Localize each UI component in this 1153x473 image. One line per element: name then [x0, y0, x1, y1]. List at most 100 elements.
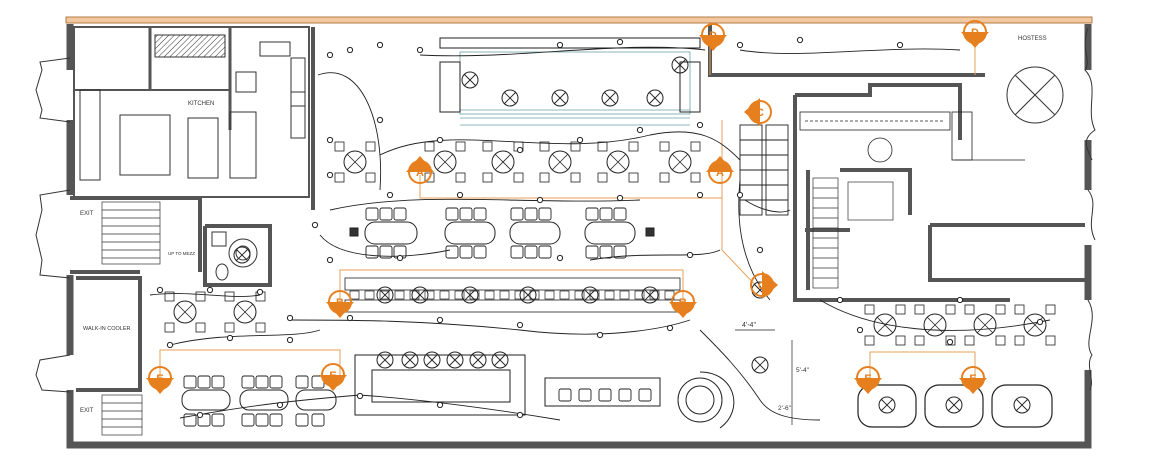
section-marker-a2: A — [706, 156, 734, 184]
banquette-fixture — [519, 286, 537, 304]
banquette-fixture — [641, 286, 659, 304]
circuit-device — [896, 41, 904, 49]
kitchen-label: KITCHEN — [188, 101, 214, 107]
section-marker-d2: D — [961, 20, 989, 48]
circuit-device — [796, 36, 804, 44]
left-stairs — [101, 201, 161, 436]
section-marker-d1: D — [699, 23, 727, 51]
circuit-device — [396, 254, 404, 262]
circuit-device — [436, 316, 444, 324]
section-lines — [159, 40, 976, 378]
right-stairs — [812, 177, 894, 289]
section-marker-letter: E — [864, 373, 871, 385]
bar-fixtures — [376, 351, 509, 369]
banquette-table — [409, 290, 420, 300]
section-marker-c1: C — [744, 98, 772, 126]
lower-bar — [354, 354, 661, 416]
circuit-device — [356, 392, 364, 400]
exit-lower-label: EXIT — [80, 408, 94, 414]
left-facade — [35, 57, 71, 393]
banquette-table — [394, 290, 405, 300]
section-marker-letter: C — [756, 107, 764, 119]
lighting-circuits — [149, 46, 1051, 421]
circuit-device — [516, 411, 524, 419]
circuit-device — [166, 341, 174, 349]
banquette-table — [454, 290, 465, 300]
banquette-table — [574, 290, 585, 300]
right-round-tables — [864, 304, 1056, 346]
circuit-device — [736, 41, 744, 49]
lower-left-chairs — [183, 375, 325, 427]
circuit-device — [436, 136, 444, 144]
section-marker-e2: E — [319, 363, 347, 391]
banquette-fixture — [581, 286, 599, 304]
upper-bar-counter — [439, 37, 701, 113]
section-marker-letter: C — [758, 280, 766, 292]
dimension-lines — [735, 329, 793, 425]
circuit-device — [196, 411, 204, 419]
circuit-device — [856, 326, 864, 334]
exit-upper-label: EXIT — [80, 211, 94, 217]
dim-b: 5'-4" — [796, 367, 810, 374]
circuit-device — [1036, 318, 1044, 326]
round-booth — [677, 371, 735, 429]
circuit-device — [636, 126, 644, 134]
banquette-table — [514, 290, 525, 300]
circuit-device — [376, 116, 384, 124]
section-marker-e4: E — [959, 366, 987, 394]
circuit-device — [736, 191, 744, 199]
circuit-device — [556, 41, 564, 49]
long-tables-middle — [349, 221, 655, 245]
right-column-booths — [739, 124, 789, 216]
upper-right-bar — [799, 111, 1025, 163]
interior-walls — [70, 24, 1085, 392]
banquette-table — [634, 290, 645, 300]
section-marker-letter: A — [416, 167, 424, 179]
circuit-device — [516, 146, 524, 154]
upper-booth-bank — [459, 51, 691, 126]
circuit-device — [696, 191, 704, 199]
top-roof-edge — [65, 16, 1093, 24]
banquette-table — [439, 290, 450, 300]
circuit-device — [326, 256, 334, 264]
section-marker-e3: E — [854, 366, 882, 394]
circuit-device — [286, 314, 294, 322]
bar-stools — [558, 388, 652, 402]
dim-a: 4'-4" — [742, 322, 756, 329]
right-facade — [1084, 27, 1096, 391]
circuit-device — [226, 334, 234, 342]
circuit-device — [956, 296, 964, 304]
banquette-fixture — [376, 286, 394, 304]
circuit-device — [836, 296, 844, 304]
banquette-table — [349, 290, 360, 300]
hostess-label: HOSTESS — [1018, 36, 1047, 42]
circuit-device — [666, 324, 674, 332]
circuit-device — [376, 41, 384, 49]
section-marker-letter: E — [329, 370, 336, 382]
banquette-table — [499, 290, 510, 300]
circuit-device — [206, 286, 214, 294]
hostess-area — [1006, 66, 1064, 124]
banquette-fixture — [461, 286, 479, 304]
restroom — [211, 231, 258, 281]
section-marker-letter: D — [709, 30, 717, 42]
banquette-table — [559, 290, 570, 300]
banquette-table — [544, 290, 555, 300]
circuit-device — [436, 401, 444, 409]
section-marker-letter: E — [156, 373, 163, 385]
banquette-fixture — [411, 286, 429, 304]
section-marker-letter: E — [969, 373, 976, 385]
circuit-device — [596, 331, 604, 339]
kitchen-area: KITCHEN — [73, 26, 310, 198]
section-marker-letter: B — [336, 297, 344, 309]
right-lower-booths — [857, 384, 1053, 428]
circuit-device — [346, 314, 354, 322]
round-table-row-upper — [334, 141, 701, 183]
banquette-table — [379, 290, 390, 300]
circuit-device — [416, 46, 424, 54]
circuit-device — [156, 286, 164, 294]
banquette-table — [424, 290, 435, 300]
banquette-table — [619, 290, 630, 300]
